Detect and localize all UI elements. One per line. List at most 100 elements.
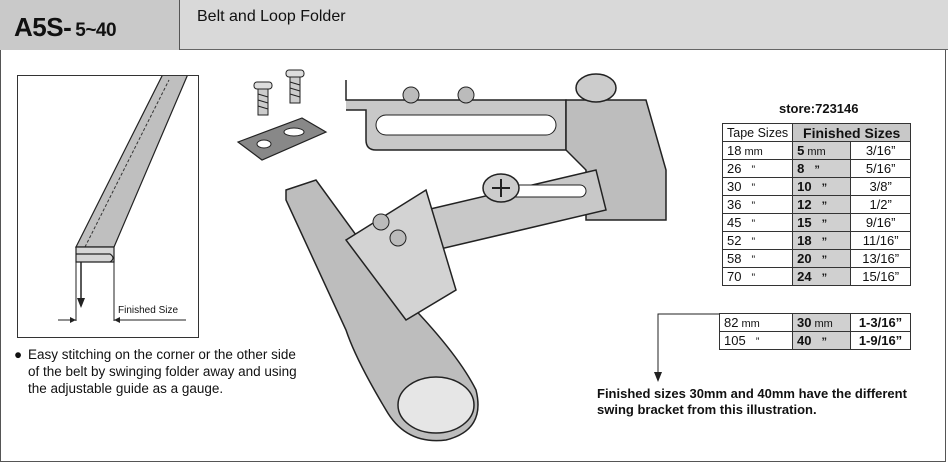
model-number: A5S-5~40 (14, 12, 117, 43)
finished-size-unit: ” (821, 200, 828, 212)
table-row: 36 ” 12 ” 1/2” (721, 195, 912, 214)
belt-diagram (17, 75, 199, 338)
finished-size-cell: 20 ” (792, 249, 852, 268)
tape-size-value: 45 (727, 215, 742, 230)
tape-size-value: 30 (727, 179, 742, 194)
tape-size-value: 26 (727, 161, 742, 176)
finished-size-cell: 10 ” (792, 177, 852, 196)
finished-size-cell: 12 ” (792, 195, 852, 214)
finished-size-cell: 40 ” (792, 331, 851, 350)
model-range: 5~40 (75, 20, 117, 41)
finished-size-unit: ” (821, 182, 828, 194)
tape-size-unit: ” (751, 164, 756, 176)
finished-size-cell: 24” (792, 267, 852, 286)
finished-size-unit: mm (814, 318, 833, 330)
tape-size-unit: mm (741, 318, 760, 330)
inch-size-cell: 1-9/16” (850, 331, 911, 350)
tape-size-unit: ” (751, 272, 756, 284)
finished-size-unit: ” (814, 164, 820, 176)
table-row: 58 ” 20 ” 13/16” (721, 249, 912, 268)
inch-size-cell: 1-3/16” (850, 313, 911, 332)
folder-illustration (236, 69, 667, 442)
inch-size-cell: 3/16” (850, 141, 912, 160)
finished-size-unit: ” (821, 254, 828, 266)
tape-size-cell: 105 ” (719, 331, 793, 350)
table-row: 26 ” 8 ” 5/16” (721, 159, 912, 178)
inch-size-cell: 15/16” (850, 267, 912, 286)
screw-icon (253, 81, 273, 116)
table-row: 70”24”15/16” (721, 267, 912, 286)
store-label: store:723146 (779, 101, 859, 116)
inch-size-cell: 11/16” (850, 231, 912, 250)
finished-size-value: 15 (797, 215, 812, 230)
inch-size-cell: 3/8” (850, 177, 912, 196)
inch-size-cell: 13/16” (850, 249, 912, 268)
table-row: 45 ” 15 ” 9/16” (721, 213, 912, 232)
note-line-1: Easy stitching on the corner or the othe… (28, 347, 296, 362)
column-header-finished: Finished Sizes (792, 123, 912, 142)
note-line-3: the adjustable guide as a gauge. (28, 381, 224, 396)
bottom-note-line-2: swing bracket from this illustration. (597, 402, 817, 417)
bullet-icon: ● (14, 347, 23, 362)
bottom-note: Finished sizes 30mm and 40mm have the di… (597, 386, 932, 418)
finished-size-label: Finished Size (118, 305, 179, 316)
finished-size-unit: mm (807, 146, 826, 158)
tape-size-cell: 58 ” (721, 249, 794, 268)
tape-size-unit: ” (751, 182, 756, 194)
tape-size-value: 36 (727, 197, 742, 212)
tape-size-value: 58 (727, 251, 742, 266)
tape-size-cell: 26 ” (721, 159, 794, 178)
inch-size-cell: 9/16” (850, 213, 912, 232)
inch-size-cell: 5/16” (850, 159, 912, 178)
tape-size-unit: mm (744, 146, 763, 158)
finished-size-unit: ” (821, 336, 827, 348)
tape-size-unit: ” (755, 336, 760, 348)
tape-size-cell: 30 ” (721, 177, 794, 196)
page-title: Belt and Loop Folder (197, 8, 346, 25)
tape-size-value: 105 (724, 333, 746, 348)
finished-size-value: 5 (797, 143, 805, 158)
finished-size-value: 10 (797, 179, 812, 194)
model-code: A5S- (14, 12, 72, 42)
belt-illustration (58, 76, 188, 323)
finished-size-cell: 15 ” (792, 213, 852, 232)
tape-size-value: 18 (727, 143, 742, 158)
finished-size-value: 8 (797, 161, 805, 176)
table-row: 105 ” 40 ” 1-9/16” (719, 331, 911, 350)
table-header-row: Tape Sizes Finished Sizes (721, 123, 912, 142)
tape-size-value: 70 (727, 269, 742, 284)
finished-size-value: 18 (797, 233, 812, 248)
bottom-note-line-1: Finished sizes 30mm and 40mm have the di… (597, 386, 907, 401)
table-row: 52”18 ” 11/16” (721, 231, 912, 250)
tape-size-unit: ” (751, 254, 756, 266)
column-header-tape: Tape Sizes (721, 123, 794, 142)
inch-size-cell: 1/2” (850, 195, 912, 214)
finished-size-value: 12 (797, 197, 812, 212)
finished-size-unit: ” (821, 218, 828, 230)
plate-icon (236, 117, 328, 161)
tape-size-cell: 70 ” (721, 267, 794, 286)
tape-size-unit: ” (751, 236, 756, 248)
tape-size-unit: ” (751, 218, 756, 230)
tape-size-cell: 45 ” (721, 213, 794, 232)
finished-size-value: 20 (797, 251, 812, 266)
note-line-2: of the belt by swinging folder away and … (28, 364, 297, 379)
screw-icon (285, 69, 305, 104)
finished-size-value: 40 (797, 333, 812, 348)
tape-size-cell: 52” (721, 231, 794, 250)
header-bar: A5S-5~40 Belt and Loop Folder (0, 0, 948, 50)
finished-size-unit: ” (821, 236, 828, 248)
finished-size-unit: ” (821, 272, 828, 284)
tape-size-unit: ” (751, 200, 756, 212)
finished-size-cell: 18 ” (792, 231, 852, 250)
model-box: A5S-5~40 (0, 0, 180, 50)
finished-size-value: 30 (797, 315, 812, 330)
